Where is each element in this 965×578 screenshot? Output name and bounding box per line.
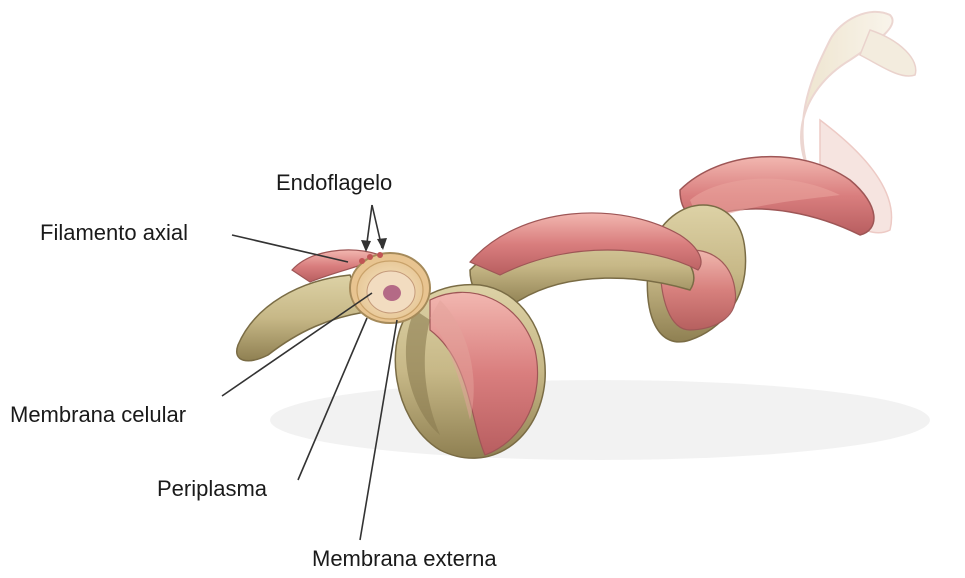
cross-section: [350, 252, 430, 323]
label-membrana-externa: Membrana externa: [312, 548, 497, 570]
label-endoflagelo: Endoflagelo: [276, 172, 392, 194]
arrowhead: [361, 240, 371, 252]
nucleoid: [383, 285, 401, 301]
label-periplasma: Periplasma: [157, 478, 267, 500]
endoflagellum-dot: [377, 252, 383, 258]
endoflagellum-dot: [367, 254, 373, 260]
body-shadow: [270, 380, 930, 460]
leader-filamento-axial: [232, 235, 348, 262]
arrowhead: [377, 238, 387, 250]
label-membrana-celular: Membrana celular: [10, 404, 186, 426]
endoflagellum-dot: [359, 258, 365, 264]
label-filamento-axial: Filamento axial: [40, 222, 188, 244]
